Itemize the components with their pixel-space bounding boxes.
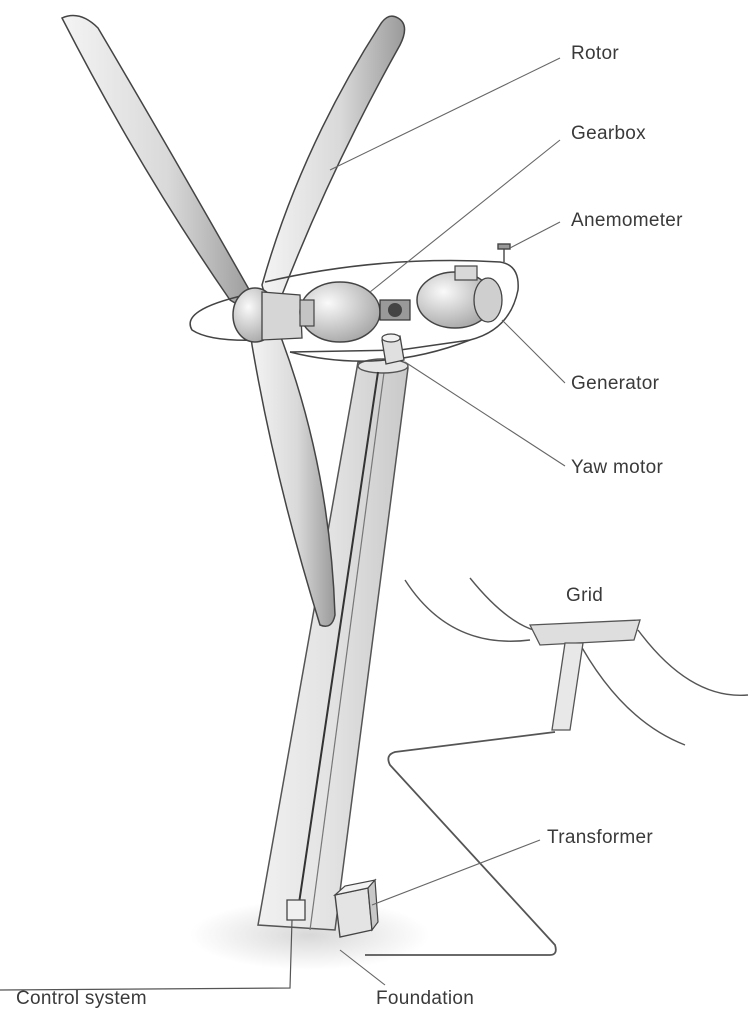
rotor-hub: [233, 288, 302, 342]
label-rotor: Rotor: [571, 43, 619, 65]
transformer-box: [335, 880, 378, 937]
shaft-coupling: [380, 300, 410, 320]
label-foundation: Foundation: [376, 988, 474, 1010]
label-yaw-motor: Yaw motor: [571, 457, 663, 479]
gearbox: [300, 282, 380, 342]
generator: [417, 266, 502, 328]
label-grid: Grid: [566, 585, 603, 607]
yaw-motor: [382, 334, 404, 364]
label-control-system: Control system: [16, 988, 147, 1010]
label-anemometer: Anemometer: [571, 210, 683, 232]
grid-pylon: [530, 620, 640, 730]
anemometer: [498, 244, 510, 262]
label-generator: Generator: [571, 373, 659, 395]
label-transformer: Transformer: [547, 827, 653, 849]
label-gearbox: Gearbox: [571, 123, 646, 145]
